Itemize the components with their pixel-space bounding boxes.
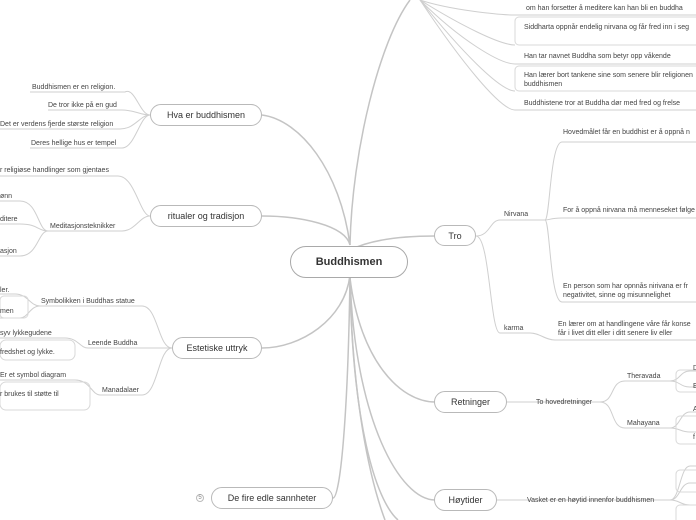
leaf-symbolikken-1[interactable]: ler.: [0, 287, 10, 294]
leaf-mandalaer-1[interactable]: Er et symbol diagram: [0, 372, 67, 379]
leaf-nirvana-2[interactable]: For å oppnå nirvana må menneseket følge: [563, 207, 695, 214]
topic-estetiske-uttryk[interactable]: Estetiske uttryk: [172, 337, 262, 359]
subtopic-to-hovedretninger[interactable]: To hovedretninger: [536, 399, 593, 406]
subtopic-mahayana[interactable]: Mahayana: [627, 420, 660, 427]
subtopic-symbolikken[interactable]: Symbolikken i Buddhas statue: [41, 298, 135, 305]
leaf-story-5[interactable]: Buddhistene tror at Buddha dør med fred …: [524, 100, 681, 107]
leaf-story-2[interactable]: Siddharta oppnår endelig nirvana og får …: [524, 24, 689, 31]
leaf-nirvana-3[interactable]: En person som har opnnås nirivana er fr …: [563, 283, 688, 299]
topic-tro[interactable]: Tro: [434, 225, 476, 246]
leaf-meditasjon-2[interactable]: ditere: [0, 216, 18, 223]
leaf-hva-3[interactable]: Det er verdens fjerde største religion: [0, 121, 114, 128]
leaf-theravada-1[interactable]: D: [693, 365, 696, 372]
leaf-mahayana-2[interactable]: f: [693, 434, 695, 441]
subtopic-vasket[interactable]: Vasket er en høytid innenfor buddhismen: [527, 497, 655, 504]
leaf-hva-2[interactable]: De tror ikke på en gud: [48, 102, 117, 109]
topic-retninger[interactable]: Retninger: [434, 391, 507, 413]
leaf-karma-1[interactable]: En lærer om at handlingene våre får kons…: [558, 321, 691, 337]
topic-ritualer-og-tradisjon[interactable]: ritualer og tradisjon: [150, 205, 262, 227]
leaf-hva-4[interactable]: Deres hellige hus er tempel: [31, 140, 117, 147]
subtopic-theravada[interactable]: Theravada: [627, 373, 661, 380]
subtopic-mandalaer[interactable]: Manadalaer: [102, 387, 139, 394]
leaf-leende-1[interactable]: syv lykkegudene: [0, 330, 52, 337]
leaf-mahayana-1[interactable]: A: [693, 406, 696, 413]
leaf-story-3[interactable]: Han tar navnet Buddha som betyr opp våke…: [524, 53, 671, 60]
leaf-hva-1[interactable]: Buddhismen er en religion.: [32, 84, 116, 91]
leaf-meditasjon-3[interactable]: asjon: [0, 248, 17, 255]
subtopic-leende-buddha[interactable]: Leende Buddha: [88, 340, 138, 347]
topic-hva-er-buddhismen[interactable]: Hva er buddhismen: [150, 104, 262, 126]
leaf-ritualer-top[interactable]: r religiøse handlinger som gjentaes: [0, 167, 109, 174]
root-topic[interactable]: Buddhismen: [290, 246, 408, 278]
leaf-symbolikken-2[interactable]: men: [0, 308, 14, 315]
topic-hoytider[interactable]: Høytider: [434, 489, 497, 511]
leaf-mandalaer-2[interactable]: r brukes til støtte til: [0, 391, 59, 398]
leaf-theravada-2[interactable]: E: [693, 383, 696, 390]
topic-de-fire-edle-sannheter[interactable]: De fire edle sannheter: [211, 487, 333, 509]
leaf-story-4[interactable]: Han lærer bort tankene sine som senere b…: [524, 72, 693, 88]
subtopic-nirvana[interactable]: Nirvana: [504, 211, 529, 218]
subtopic-karma[interactable]: karma: [504, 325, 524, 332]
leaf-nirvana-1[interactable]: Hovedmålet får en buddhist er å oppnå n: [563, 129, 690, 136]
subtopic-meditasjonsteknikker[interactable]: Meditasjonsteknikker: [50, 223, 116, 230]
leaf-story-1[interactable]: om han forsetter å meditere kan han bli …: [526, 5, 683, 12]
leaf-meditasjon-1[interactable]: ønn: [0, 193, 13, 200]
leaf-leende-2[interactable]: fredshet og lykke.: [0, 349, 55, 356]
collapse-count-badge[interactable]: 5: [196, 494, 204, 502]
